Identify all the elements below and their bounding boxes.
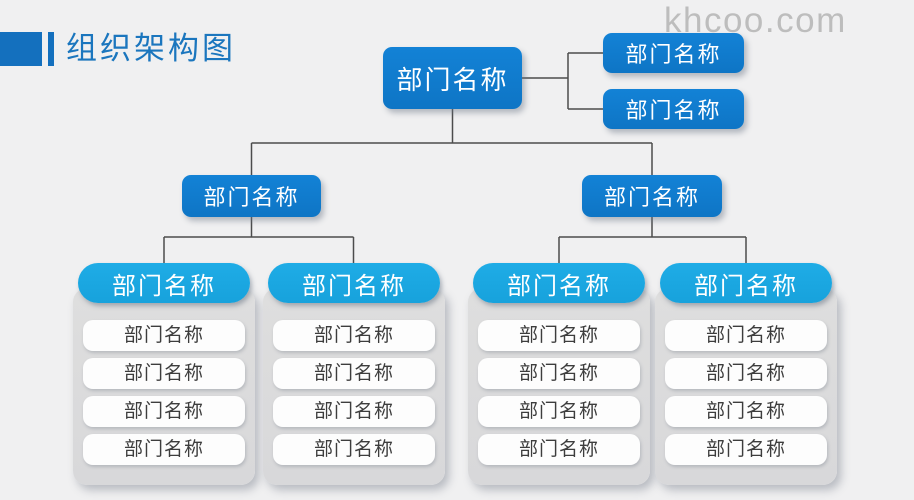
dept-item[interactable]: 部门名称 — [478, 358, 640, 389]
dept-item[interactable]: 部门名称 — [273, 434, 435, 465]
department-card: 部门名称 部门名称 部门名称 部门名称 — [655, 288, 837, 485]
dept-item[interactable]: 部门名称 — [273, 320, 435, 351]
org-node-branch-right[interactable]: 部门名称 — [582, 175, 722, 217]
title-accent-bar — [48, 32, 54, 66]
dept-item[interactable]: 部门名称 — [83, 434, 245, 465]
department-header[interactable]: 部门名称 — [268, 263, 440, 303]
dept-item[interactable]: 部门名称 — [273, 396, 435, 427]
org-node-root[interactable]: 部门名称 — [383, 47, 522, 109]
dept-item[interactable]: 部门名称 — [665, 396, 827, 427]
dept-item[interactable]: 部门名称 — [665, 320, 827, 351]
org-column-4: 部门名称 部门名称 部门名称 部门名称 部门名称 — [655, 263, 837, 485]
dept-item[interactable]: 部门名称 — [665, 358, 827, 389]
department-card: 部门名称 部门名称 部门名称 部门名称 — [468, 288, 650, 485]
dept-item[interactable]: 部门名称 — [83, 358, 245, 389]
org-column-1: 部门名称 部门名称 部门名称 部门名称 部门名称 — [73, 263, 255, 485]
org-node-branch-left[interactable]: 部门名称 — [182, 175, 321, 217]
org-node-side-2[interactable]: 部门名称 — [603, 89, 744, 129]
dept-item[interactable]: 部门名称 — [273, 358, 435, 389]
department-header[interactable]: 部门名称 — [660, 263, 832, 303]
dept-item[interactable]: 部门名称 — [83, 396, 245, 427]
department-header[interactable]: 部门名称 — [473, 263, 645, 303]
page-title: 组织架构图 — [66, 31, 236, 66]
department-card: 部门名称 部门名称 部门名称 部门名称 — [73, 288, 255, 485]
department-card: 部门名称 部门名称 部门名称 部门名称 — [263, 288, 445, 485]
title-accent-rect — [0, 32, 42, 66]
org-column-3: 部门名称 部门名称 部门名称 部门名称 部门名称 — [468, 263, 650, 485]
dept-item[interactable]: 部门名称 — [478, 320, 640, 351]
dept-item[interactable]: 部门名称 — [478, 396, 640, 427]
org-column-2: 部门名称 部门名称 部门名称 部门名称 部门名称 — [263, 263, 445, 485]
dept-item[interactable]: 部门名称 — [83, 320, 245, 351]
dept-item[interactable]: 部门名称 — [478, 434, 640, 465]
org-node-side-1[interactable]: 部门名称 — [603, 33, 744, 73]
department-header[interactable]: 部门名称 — [78, 263, 250, 303]
dept-item[interactable]: 部门名称 — [665, 434, 827, 465]
